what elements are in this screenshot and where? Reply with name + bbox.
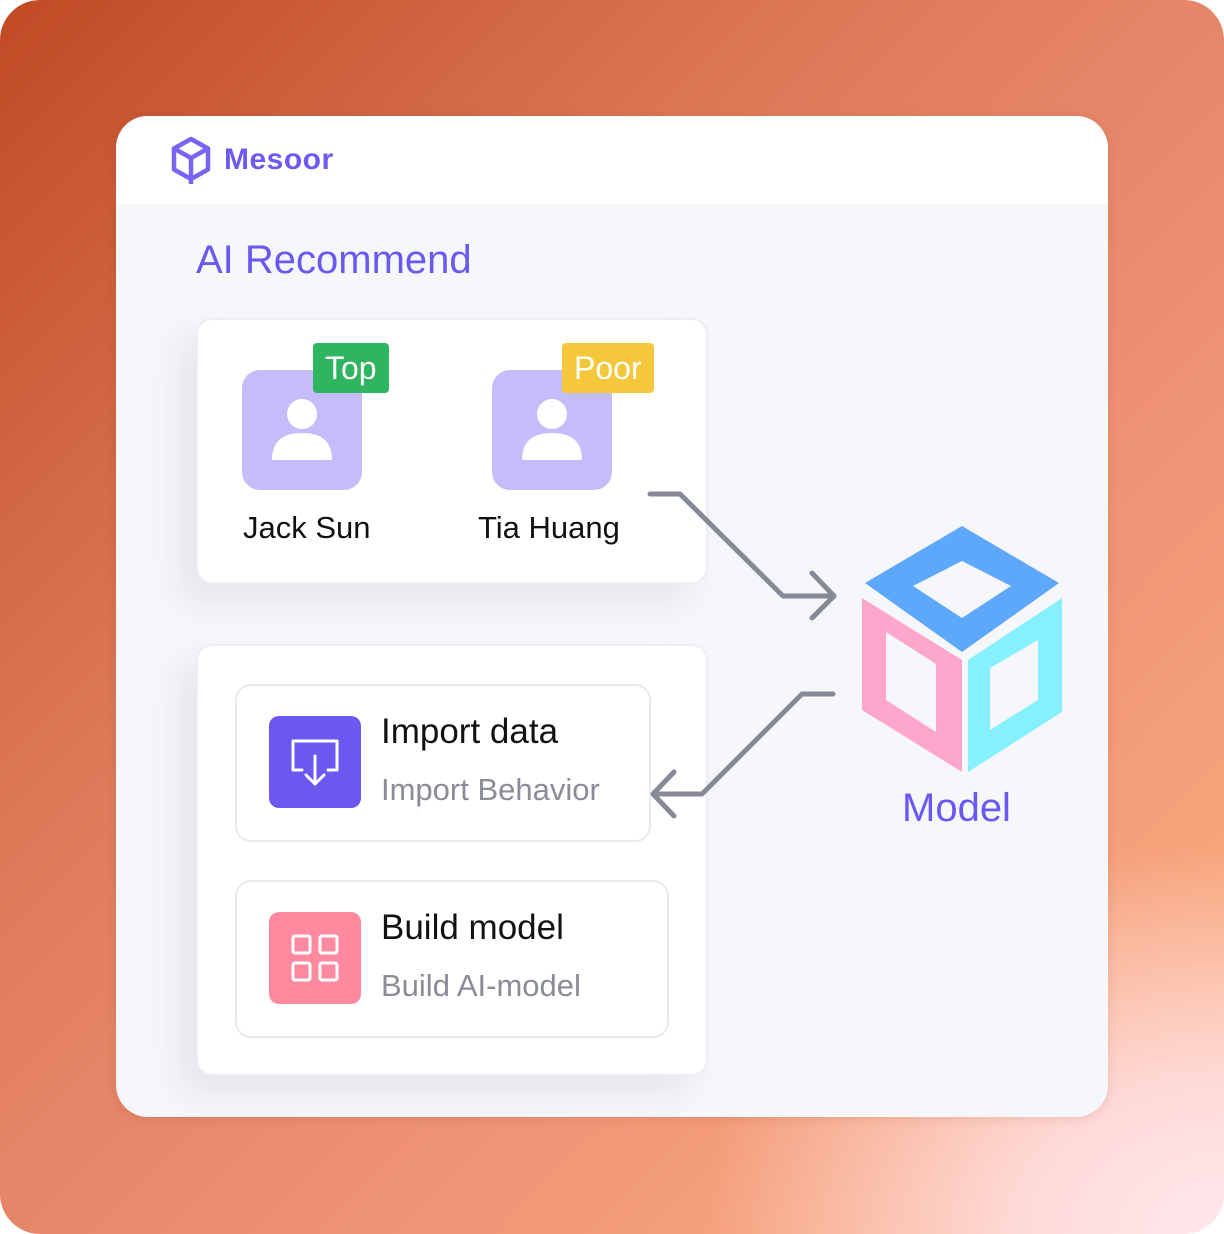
candidate-name: Jack Sun — [243, 510, 371, 545]
task-build-model[interactable]: Build model Build AI-model — [235, 880, 669, 1038]
brand-name: Mesoor — [224, 143, 334, 176]
arrow-to-import-icon — [650, 691, 836, 819]
user-icon — [272, 399, 332, 460]
grid-icon — [269, 912, 361, 1004]
task-subtitle: Build AI-model — [381, 968, 581, 1003]
user-icon — [522, 399, 582, 460]
import-icon — [269, 716, 361, 808]
app-header: Mesoor — [116, 116, 1108, 204]
flow-arrows — [647, 491, 837, 819]
cube-model-icon — [862, 526, 1062, 772]
rating-badge-top: Top — [313, 343, 389, 393]
candidate-name: Tia Huang — [478, 510, 620, 545]
task-title: Import data — [381, 712, 559, 751]
tasks-card: Import data Import Behavior Build model … — [196, 644, 708, 1076]
arrow-to-model-icon — [647, 491, 837, 621]
task-title: Build model — [381, 908, 564, 947]
task-subtitle: Import Behavior — [381, 772, 600, 807]
cube-logo-icon — [171, 136, 211, 184]
model-label: Model — [902, 786, 1011, 830]
section-title: AI Recommend — [196, 238, 472, 282]
app-window: Mesoor AI Recommend Top Jack Sun Poor Ti… — [116, 116, 1108, 1117]
candidates-card: Top Jack Sun Poor Tia Huang — [196, 318, 708, 584]
rating-badge-poor: Poor — [562, 343, 654, 393]
task-import-data[interactable]: Import data Import Behavior — [235, 684, 651, 842]
